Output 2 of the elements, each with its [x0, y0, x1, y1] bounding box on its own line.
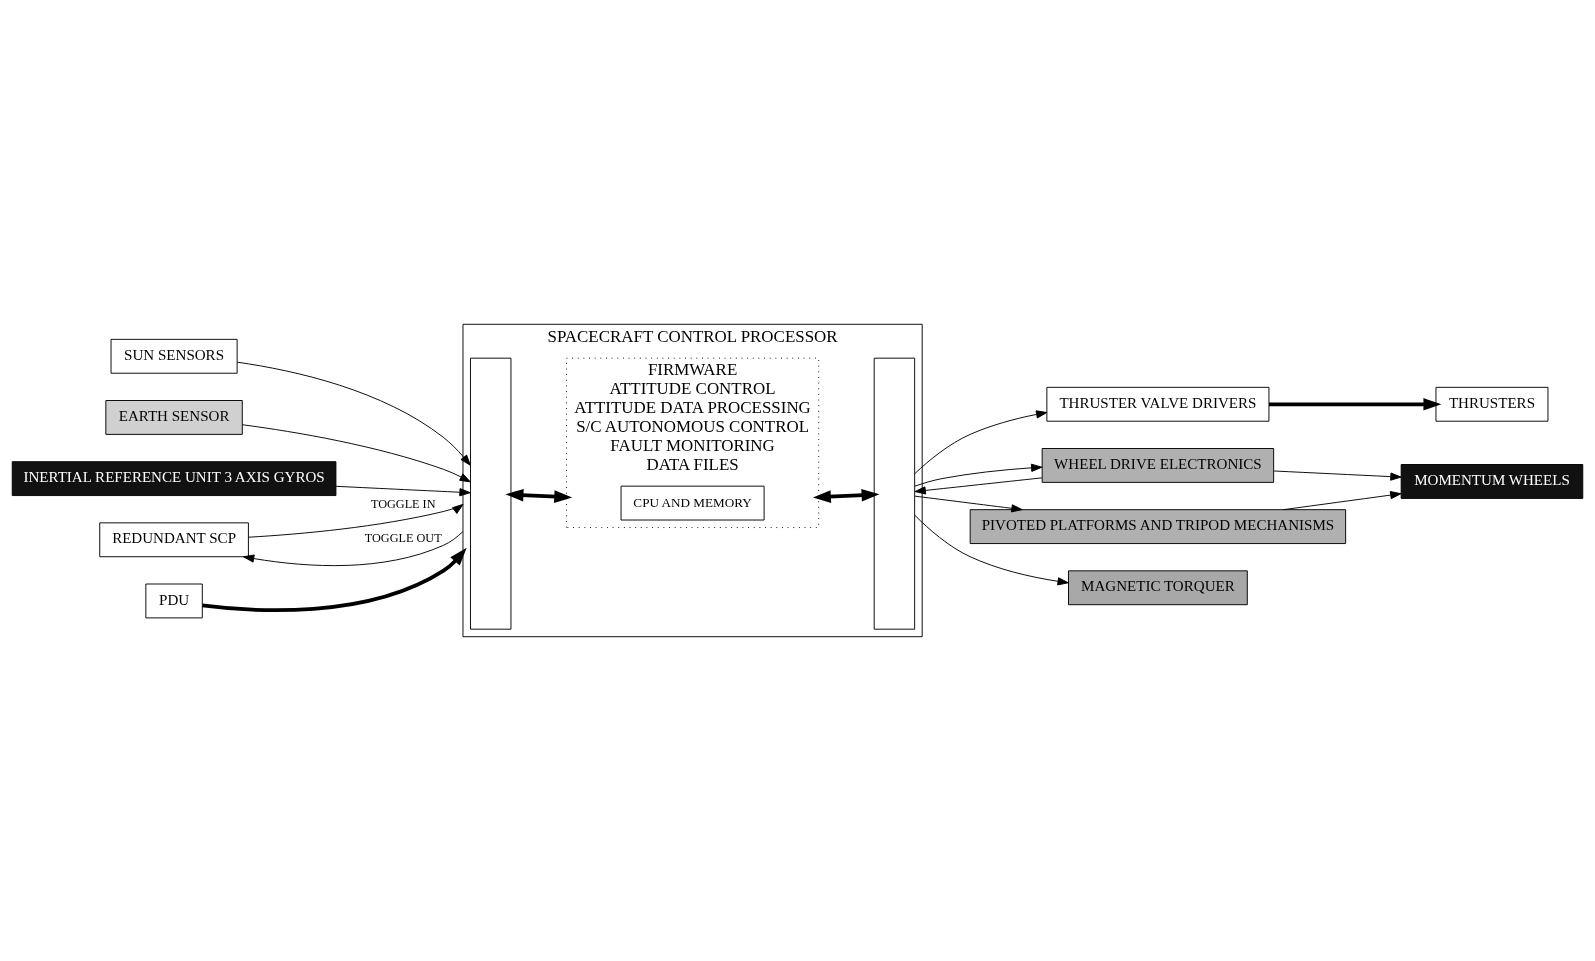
edge-label: TOGGLE IN	[370, 497, 436, 512]
edge-label: TOGGLE OUT	[364, 531, 442, 546]
